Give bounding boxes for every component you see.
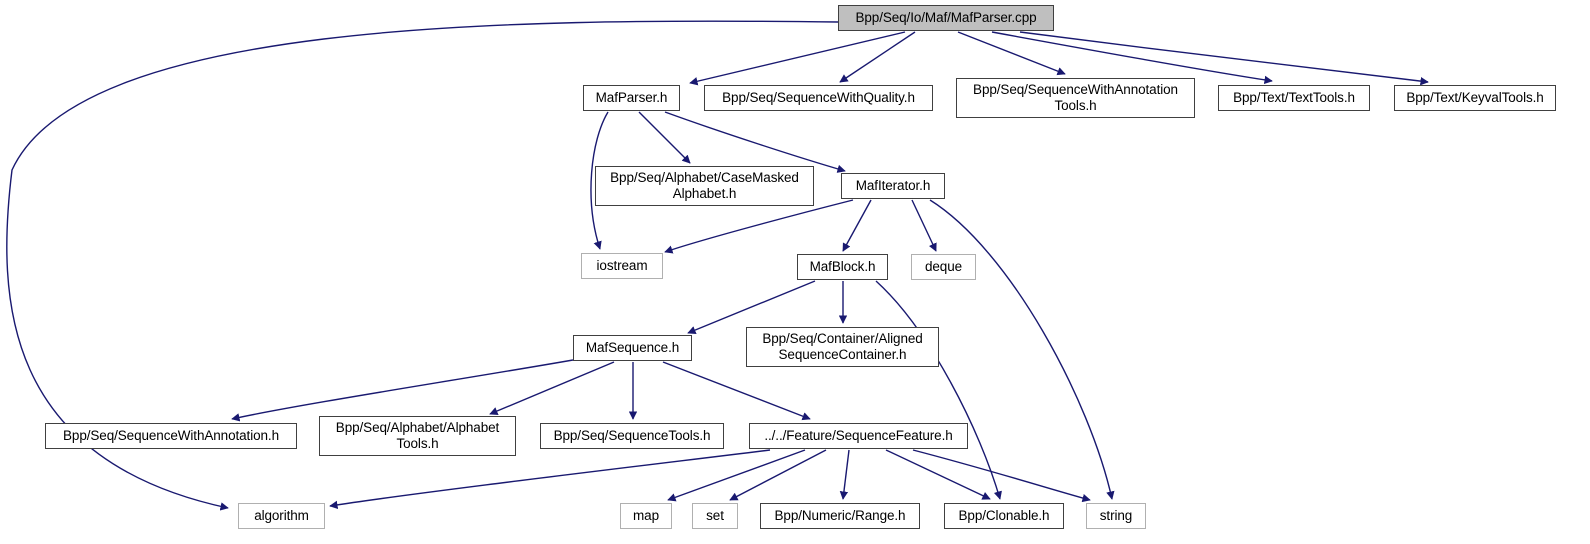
graph-node-range[interactable]: Bpp/Numeric/Range.h [760, 503, 920, 529]
graph-edge-root-to-seqanntools [957, 31, 1066, 76]
graph-node-mafparser[interactable]: MafParser.h [583, 85, 680, 111]
graph-edge-root-to-texttools [991, 31, 1273, 85]
graph-edge-root-to-mafparser [689, 31, 906, 86]
graph-edge-mafblock-to-mafsequence [687, 280, 816, 335]
graph-edge-root-to-seqqual [839, 31, 916, 83]
graph-edge-mafsequence-to-alphabettools [489, 361, 615, 415]
graph-edge-seqfeature-to-map [667, 449, 806, 502]
graph-node-mafblock[interactable]: MafBlock.h [797, 254, 888, 280]
graph-edge-seqfeature-to-clonable [885, 449, 991, 500]
graph-node-root[interactable]: Bpp/Seq/Io/Maf/MafParser.cpp [838, 5, 1054, 31]
graph-edges [6, 20, 1429, 511]
graph-edge-seqfeature-to-string [912, 449, 1091, 503]
graph-edge-mafparser-to-mafiterator [664, 111, 846, 173]
graph-node-alignedcont[interactable]: Bpp/Seq/Container/Aligned SequenceContai… [746, 327, 939, 367]
graph-node-seqanntools[interactable]: Bpp/Seq/SequenceWithAnnotation Tools.h [956, 78, 1195, 118]
graph-node-casemasked[interactable]: Bpp/Seq/Alphabet/CaseMasked Alphabet.h [595, 166, 814, 206]
graph-edge-mafiterator-to-iostream [664, 199, 854, 254]
graph-node-mafiterator[interactable]: MafIterator.h [841, 173, 945, 199]
graph-edge-mafsequence-to-seqfeature [662, 361, 811, 421]
graph-edge-mafsequence-to-seqwithann [231, 359, 574, 422]
graph-node-deque[interactable]: deque [911, 254, 976, 280]
graph-node-iostream[interactable]: iostream [581, 253, 663, 279]
graph-node-seqwithann[interactable]: Bpp/Seq/SequenceWithAnnotation.h [45, 423, 297, 449]
graph-node-seqtools[interactable]: Bpp/Seq/SequenceTools.h [540, 423, 724, 449]
graph-node-seqfeature[interactable]: ../../Feature/SequenceFeature.h [749, 423, 968, 449]
graph-edge-root-to-keyvaltools [1019, 31, 1429, 86]
graph-node-seqqual[interactable]: Bpp/Seq/SequenceWithQuality.h [704, 85, 933, 111]
graph-node-map[interactable]: map [620, 503, 672, 529]
graph-edge-mafiterator-to-string [929, 199, 1115, 500]
graph-edge-mafiterator-to-deque [911, 199, 937, 252]
graph-node-mafsequence[interactable]: MafSequence.h [573, 335, 692, 361]
graph-edge-seqfeature-to-set [729, 449, 827, 501]
graph-node-algorithm[interactable]: algorithm [238, 503, 325, 529]
graph-edge-seqfeature-to-algorithm [329, 449, 771, 509]
graph-edge-mafiterator-to-mafblock [842, 199, 872, 252]
graph-edge-mafparser-to-casemasked [638, 111, 691, 164]
graph-node-texttools[interactable]: Bpp/Text/TextTools.h [1218, 85, 1370, 111]
graph-node-set[interactable]: set [692, 503, 738, 529]
graph-node-clonable[interactable]: Bpp/Clonable.h [944, 503, 1064, 529]
graph-edge-mafblock-to-clonable [875, 280, 1002, 500]
graph-node-string[interactable]: string [1086, 503, 1146, 529]
graph-edge-mafparser-to-iostream [590, 111, 609, 250]
graph-edge-root-to-algorithm [6, 20, 839, 511]
graph-node-alphabettools[interactable]: Bpp/Seq/Alphabet/Alphabet Tools.h [319, 416, 516, 456]
graph-edge-seqfeature-to-range [839, 449, 850, 500]
graph-node-keyvaltools[interactable]: Bpp/Text/KeyvalTools.h [1394, 85, 1556, 111]
